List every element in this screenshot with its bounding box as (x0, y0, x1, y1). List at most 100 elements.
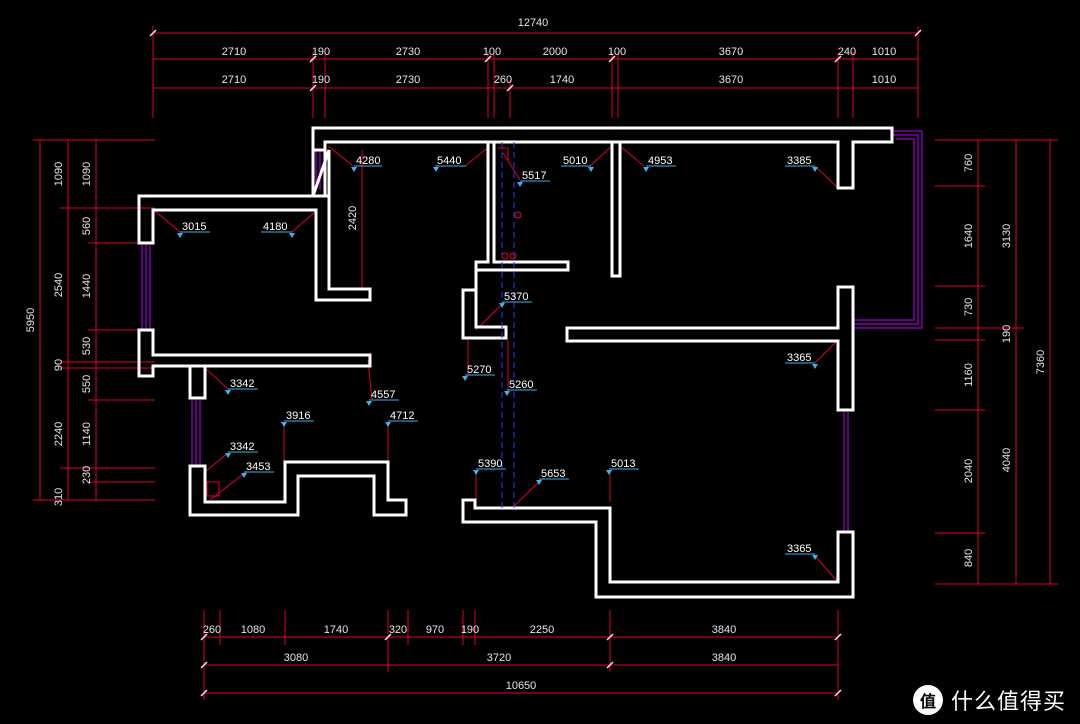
watermark: 值 什么值得买 (912, 684, 1066, 716)
svg-text:1090: 1090 (53, 162, 65, 186)
svg-text:2250: 2250 (530, 624, 554, 636)
svg-text:4953: 4953 (648, 155, 672, 167)
svg-text:1740: 1740 (324, 624, 348, 636)
svg-text:2000: 2000 (543, 46, 567, 58)
level-marker: 5653 (536, 468, 569, 485)
svg-text:560: 560 (81, 217, 93, 235)
svg-text:2730: 2730 (396, 74, 420, 86)
svg-text:5370: 5370 (504, 291, 528, 303)
level-marker: 3916 (281, 410, 314, 427)
level-marker: 3365 (785, 352, 818, 369)
svg-text:190: 190 (461, 624, 479, 636)
svg-text:3670: 3670 (719, 46, 743, 58)
level-marker: 5013 (606, 458, 639, 475)
svg-text:550: 550 (81, 375, 93, 393)
svg-text:5517: 5517 (522, 170, 546, 182)
svg-text:5260: 5260 (509, 379, 533, 391)
svg-text:3015: 3015 (182, 221, 206, 233)
level-marker: 3342 (225, 378, 258, 395)
dim-top-total: 12740 (518, 17, 549, 29)
level-marker: 5390 (473, 458, 506, 475)
svg-text:3670: 3670 (719, 74, 743, 86)
svg-text:100: 100 (483, 46, 501, 58)
svg-text:5010: 5010 (563, 155, 587, 167)
level-marker: 3453 (241, 461, 274, 478)
walls (137, 126, 894, 599)
svg-text:1140: 1140 (81, 422, 93, 446)
svg-text:230: 230 (81, 466, 93, 484)
svg-text:4180: 4180 (263, 221, 287, 233)
svg-text:100: 100 (608, 46, 626, 58)
svg-text:760: 760 (963, 154, 975, 172)
svg-text:190: 190 (312, 74, 330, 86)
svg-text:190: 190 (312, 46, 330, 58)
dimension-labels: 12740 2710 190 2730 100 2000 100 3670 24… (25, 17, 1047, 692)
svg-text:970: 970 (426, 624, 444, 636)
svg-text:4712: 4712 (390, 410, 414, 422)
svg-text:3130: 3130 (1001, 224, 1013, 248)
svg-text:5440: 5440 (437, 155, 461, 167)
svg-text:320: 320 (389, 624, 407, 636)
level-marker: 5517 (517, 170, 550, 187)
svg-text:3720: 3720 (487, 652, 511, 664)
svg-text:240: 240 (838, 46, 856, 58)
svg-text:5270: 5270 (467, 364, 491, 376)
svg-text:1640: 1640 (963, 224, 975, 248)
svg-text:4280: 4280 (356, 155, 380, 167)
svg-text:730: 730 (963, 298, 975, 316)
level-marker: 5440 (433, 155, 466, 172)
level-markers: 4280 5440 5517 5010 4953 3385 3015 4180 … (177, 155, 818, 560)
level-marker: 5010 (561, 155, 594, 172)
svg-text:1090: 1090 (81, 162, 93, 186)
level-marker: 4712 (385, 410, 418, 427)
svg-text:3365: 3365 (787, 543, 811, 555)
level-marker: 3342 (225, 441, 258, 458)
svg-text:1740: 1740 (550, 74, 574, 86)
svg-text:2710: 2710 (222, 46, 246, 58)
svg-text:90: 90 (53, 359, 65, 371)
axis-lines (501, 142, 515, 508)
svg-text:3342: 3342 (230, 441, 254, 453)
svg-text:3342: 3342 (230, 378, 254, 390)
svg-text:5390: 5390 (478, 458, 502, 470)
dim-inner-vertical: 2420 (347, 206, 359, 230)
dim-bottom-total: 10650 (506, 680, 537, 692)
svg-text:3453: 3453 (246, 461, 270, 473)
svg-text:260: 260 (494, 74, 512, 86)
level-marker: 5260 (504, 379, 537, 396)
watermark-logo-icon: 值 (912, 685, 943, 715)
level-marker: 5370 (499, 291, 532, 308)
svg-text:4557: 4557 (371, 389, 395, 401)
svg-text:2710: 2710 (222, 74, 246, 86)
level-marker: 3385 (785, 155, 818, 172)
windows (141, 130, 923, 532)
svg-text:4040: 4040 (1001, 448, 1013, 472)
svg-text:3840: 3840 (712, 652, 736, 664)
svg-text:2040: 2040 (963, 459, 975, 483)
svg-text:1010: 1010 (872, 46, 896, 58)
dimension-lines (33, 26, 1058, 700)
level-marker: 3015 (177, 221, 210, 238)
dimension-ticks (149, 29, 922, 697)
svg-text:310: 310 (53, 488, 65, 506)
svg-text:260: 260 (203, 624, 221, 636)
svg-text:3080: 3080 (284, 652, 308, 664)
level-marker: 4953 (643, 155, 676, 172)
svg-text:3385: 3385 (787, 155, 811, 167)
dim-right-total: 7360 (1035, 350, 1047, 374)
level-marker: 3365 (785, 543, 818, 560)
svg-text:2540: 2540 (53, 273, 65, 297)
svg-text:190: 190 (1001, 325, 1013, 343)
level-marker: 5270 (462, 364, 495, 381)
level-marker: 4280 (351, 155, 382, 172)
svg-text:2730: 2730 (396, 46, 420, 58)
svg-text:1160: 1160 (963, 363, 975, 387)
level-marker: 4557 (366, 389, 399, 406)
svg-text:2240: 2240 (53, 422, 65, 446)
watermark-text: 什么值得买 (950, 690, 1066, 715)
svg-text:5653: 5653 (541, 468, 565, 480)
svg-text:530: 530 (81, 337, 93, 355)
svg-text:1010: 1010 (872, 74, 896, 86)
svg-text:5013: 5013 (611, 458, 635, 470)
